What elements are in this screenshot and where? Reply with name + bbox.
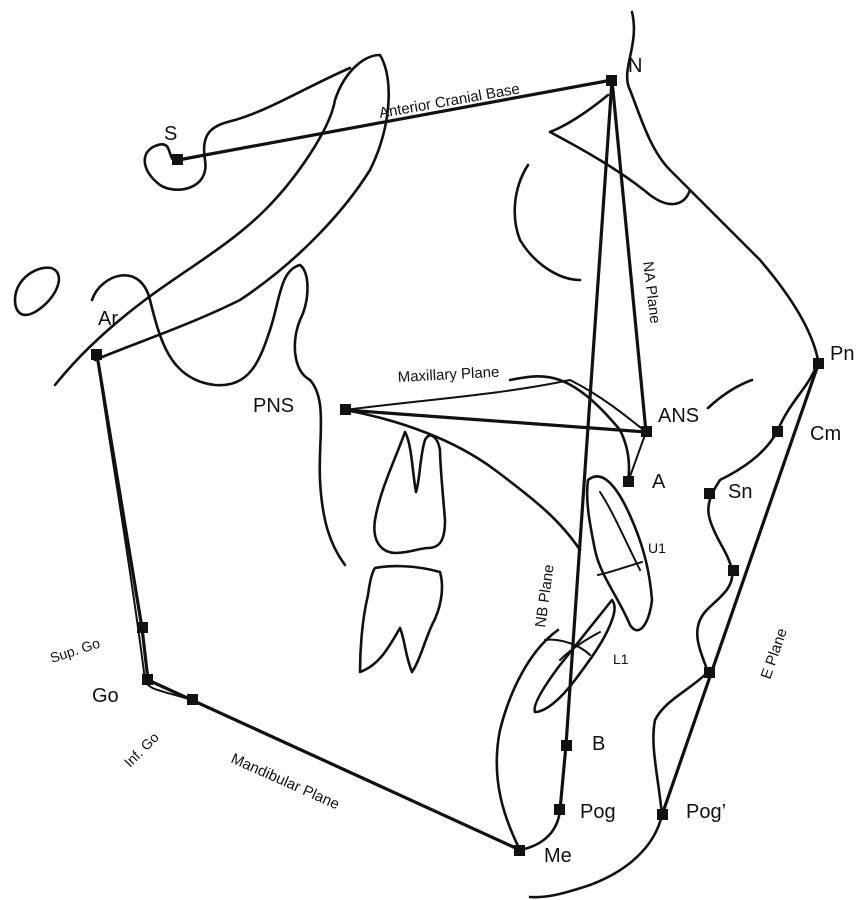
landmark-Pog — [554, 804, 565, 815]
landmark-Pn — [813, 358, 824, 369]
landmark-S — [172, 154, 183, 165]
nb-plane-extension — [560, 745, 566, 810]
label-Pog: Pog — [580, 801, 616, 823]
label-U1: U1 — [648, 540, 666, 556]
e-plane-line — [662, 365, 818, 815]
label-Sn: Sn — [728, 481, 752, 503]
landmark-Cm — [772, 426, 783, 437]
label-e-plane: E Plane — [758, 626, 791, 681]
orbit-arc — [515, 165, 580, 280]
teeth — [360, 432, 652, 712]
upper-incisor-outer — [587, 476, 652, 630]
subnasale-curve — [708, 380, 752, 408]
na-plane-line — [612, 80, 646, 432]
landmark-points — [91, 75, 824, 856]
label-Ar: Ar — [98, 308, 118, 330]
landmark-ANS — [641, 426, 652, 437]
mandibular-plane-line — [148, 680, 520, 850]
label-InfGo: Inf. Go — [121, 729, 162, 770]
label-S: S — [164, 123, 177, 145]
sella-turcica-outline — [55, 55, 389, 385]
label-L1: L1 — [613, 651, 629, 667]
orbit-ellipse — [15, 268, 59, 315]
landmark-lip — [728, 565, 739, 576]
label-PNS: PNS — [253, 395, 294, 417]
label-N: N — [628, 55, 642, 77]
label-SupGo: Sup. Go — [48, 635, 102, 666]
mandible-symphysis — [497, 630, 560, 850]
maxillary-plane-upper-edge — [345, 380, 646, 432]
landmark-B — [561, 740, 572, 751]
landmark-InfGo — [187, 694, 198, 705]
label-B: B — [592, 733, 605, 755]
soft-tissue-nose-lip — [697, 360, 818, 672]
landmark-Sn — [704, 488, 715, 499]
label-Go: Go — [92, 685, 119, 707]
ramus-plane-line — [97, 355, 142, 628]
landmark-N — [606, 75, 617, 86]
landmark-Me — [514, 845, 525, 856]
landmark-labels: S N Ar PNS ANS A Pn Cm Sn U1 L1 Sup. Go … — [48, 55, 854, 867]
palate-outline — [345, 410, 580, 550]
a-point-connector — [628, 432, 646, 482]
landmark-lower-lip — [704, 667, 715, 678]
label-maxillary-plane: Maxillary Plane — [397, 364, 499, 386]
label-A: A — [652, 471, 666, 493]
landmark-A — [623, 476, 634, 487]
anterior-cranial-base-line — [178, 80, 612, 160]
landmark-PogSoft — [657, 809, 668, 820]
upper-molar — [374, 432, 445, 553]
label-Pn: Pn — [830, 343, 854, 365]
landmark-Ar — [91, 349, 102, 360]
landmark-PNS — [340, 404, 351, 415]
lower-molar — [360, 566, 442, 672]
pterygoid-line — [310, 380, 345, 565]
upper-incisor-inner — [598, 492, 642, 575]
landmark-Go — [142, 674, 153, 685]
label-ANS: ANS — [658, 405, 699, 427]
label-na-plane: NA Plane — [639, 260, 663, 324]
landmark-SupGo — [137, 622, 148, 633]
label-Cm: Cm — [810, 423, 841, 445]
reference-planes — [97, 80, 818, 850]
plane-labels: Anterior Cranial Base NA Plane NB Plane … — [228, 80, 791, 813]
label-nb-plane: NB Plane — [532, 563, 558, 628]
condyle-outline — [92, 265, 310, 385]
label-PogSoft: Pog’ — [686, 801, 726, 823]
label-Me: Me — [544, 845, 572, 867]
